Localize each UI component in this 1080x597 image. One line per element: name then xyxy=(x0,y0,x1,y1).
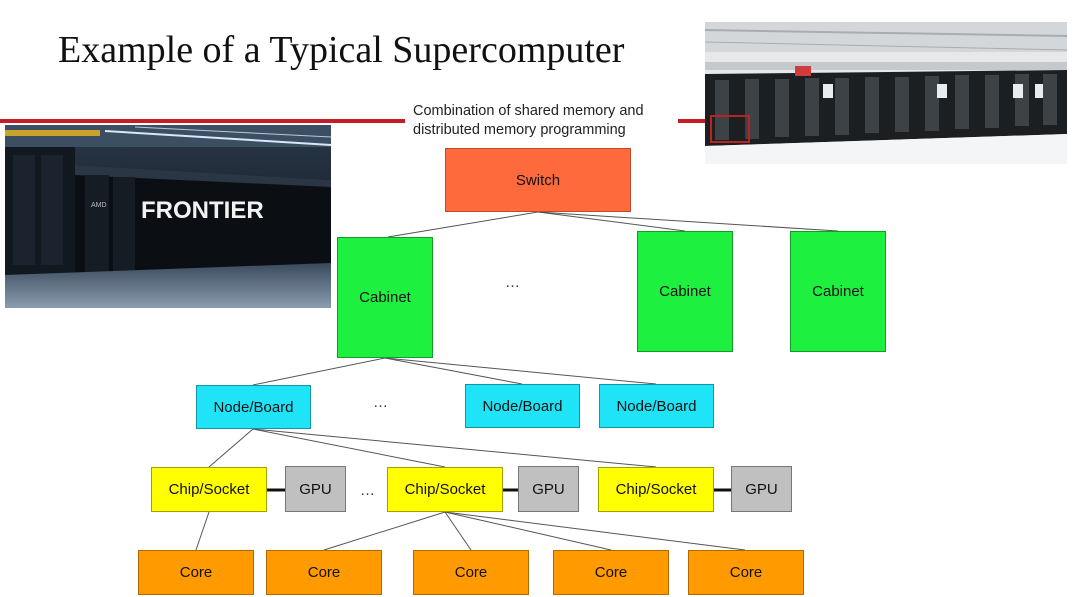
slide-title: Example of a Typical Supercomputer xyxy=(58,29,625,71)
node-box-2: Node/Board xyxy=(465,384,580,428)
cabinet-box-1: Cabinet xyxy=(337,237,433,358)
core-box-2: Core xyxy=(266,550,382,595)
node-box-1: Node/Board xyxy=(196,385,311,429)
chip-socket-box-1: Chip/Socket xyxy=(151,467,267,512)
frontier-logo-text: FRONTIER xyxy=(141,197,264,224)
node-ellipsis: … xyxy=(373,394,388,411)
gpu-box-3: GPU xyxy=(731,466,792,512)
subtitle: Combination of shared memory and distrib… xyxy=(413,102,644,140)
cabinet-ellipsis: … xyxy=(505,274,520,291)
frontier-photo: FRONTIER AMD xyxy=(5,125,331,308)
cabinet-box-2: Cabinet xyxy=(637,231,733,352)
switch-box: Switch xyxy=(445,148,631,212)
frontier-photo-illustration: FRONTIER AMD xyxy=(5,125,331,308)
chip-socket-box-3: Chip/Socket xyxy=(598,467,714,512)
datacenter-photo-illustration xyxy=(705,22,1067,164)
title-underline-right xyxy=(678,119,708,123)
chip-ellipsis: … xyxy=(360,482,375,499)
cabinet-box-3: Cabinet xyxy=(790,231,886,352)
node-box-3: Node/Board xyxy=(599,384,714,428)
core-box-4: Core xyxy=(553,550,669,595)
title-underline-left xyxy=(0,119,405,123)
core-box-1: Core xyxy=(138,550,254,595)
gpu-box-2: GPU xyxy=(518,466,579,512)
amd-badge-text: AMD xyxy=(91,202,107,209)
core-box-5: Core xyxy=(688,550,804,595)
gpu-box-1: GPU xyxy=(285,466,346,512)
datacenter-photo xyxy=(705,22,1067,164)
subtitle-line-2: distributed memory programming xyxy=(413,122,626,138)
chip-socket-box-2: Chip/Socket xyxy=(387,467,503,512)
subtitle-line-1: Combination of shared memory and xyxy=(413,103,644,119)
core-box-3: Core xyxy=(413,550,529,595)
